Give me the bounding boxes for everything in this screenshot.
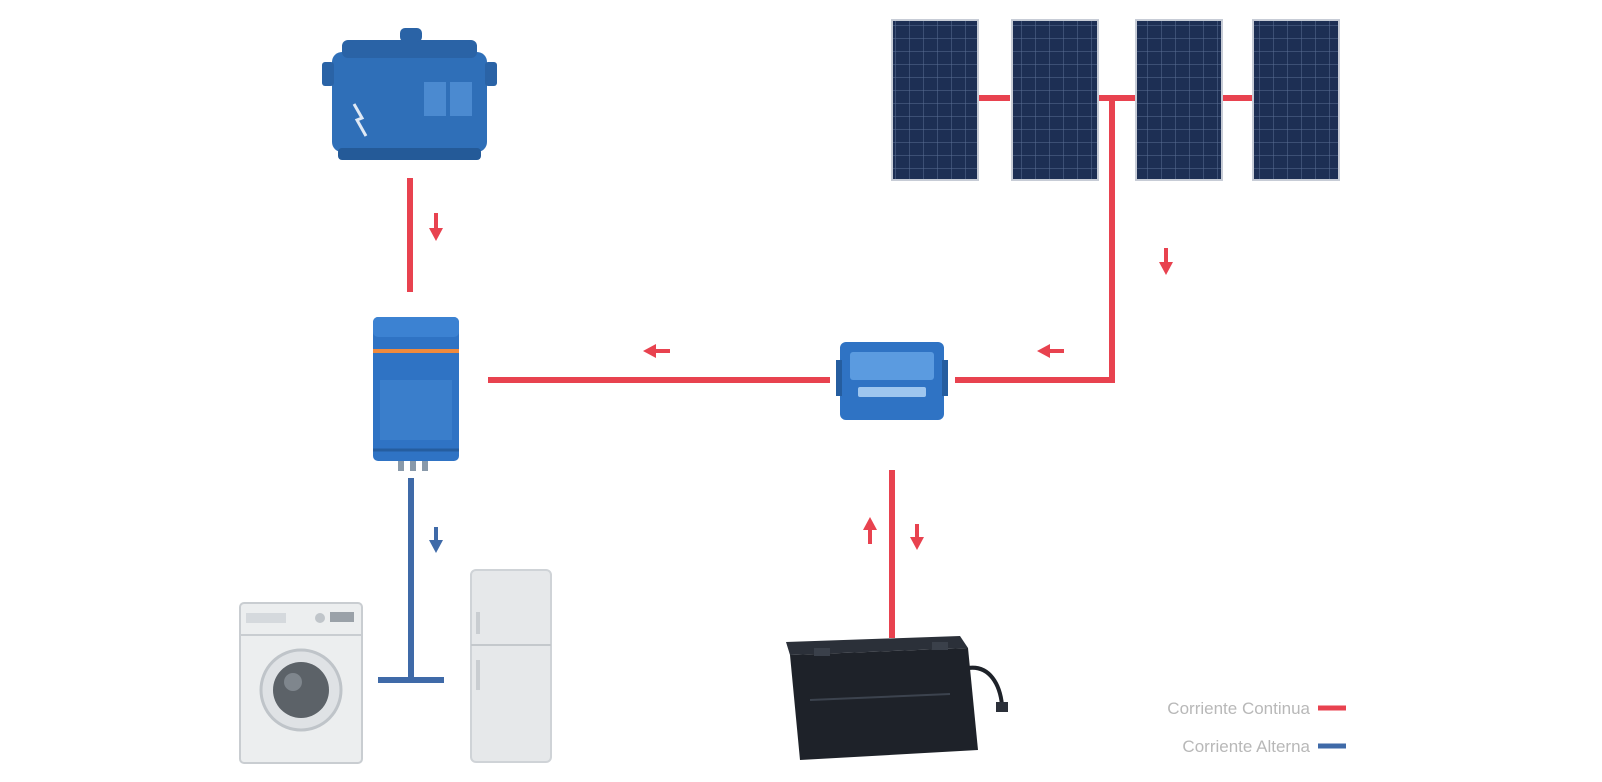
wires <box>378 95 1253 683</box>
refrigerator-icon <box>470 569 552 763</box>
arrow-down-icon <box>429 213 443 241</box>
battery-icon <box>786 636 1008 760</box>
flow-arrows <box>429 213 1173 553</box>
washing-machine-icon <box>239 602 363 764</box>
arrow-down-icon <box>1159 248 1173 275</box>
charge-controller-icon <box>836 342 948 420</box>
legend-dc-label: Corriente Continua <box>1167 699 1310 718</box>
legend: Corriente Continua Corriente Alterna <box>1167 699 1346 756</box>
arrow-down-icon <box>910 524 924 550</box>
solar-panel-icon <box>891 19 979 181</box>
solar-panel-icon <box>1252 19 1340 181</box>
inverter-charger-icon <box>373 317 459 471</box>
solar-panel-icon <box>1135 19 1223 181</box>
solar-panel-icon <box>1011 19 1099 181</box>
arrow-left-icon <box>643 344 670 358</box>
arrow-down-icon <box>429 527 443 553</box>
arrow-up-icon <box>863 517 877 544</box>
arrow-left-icon <box>1037 344 1064 358</box>
generator-icon <box>322 28 497 160</box>
legend-ac-label: Corriente Alterna <box>1182 737 1310 756</box>
